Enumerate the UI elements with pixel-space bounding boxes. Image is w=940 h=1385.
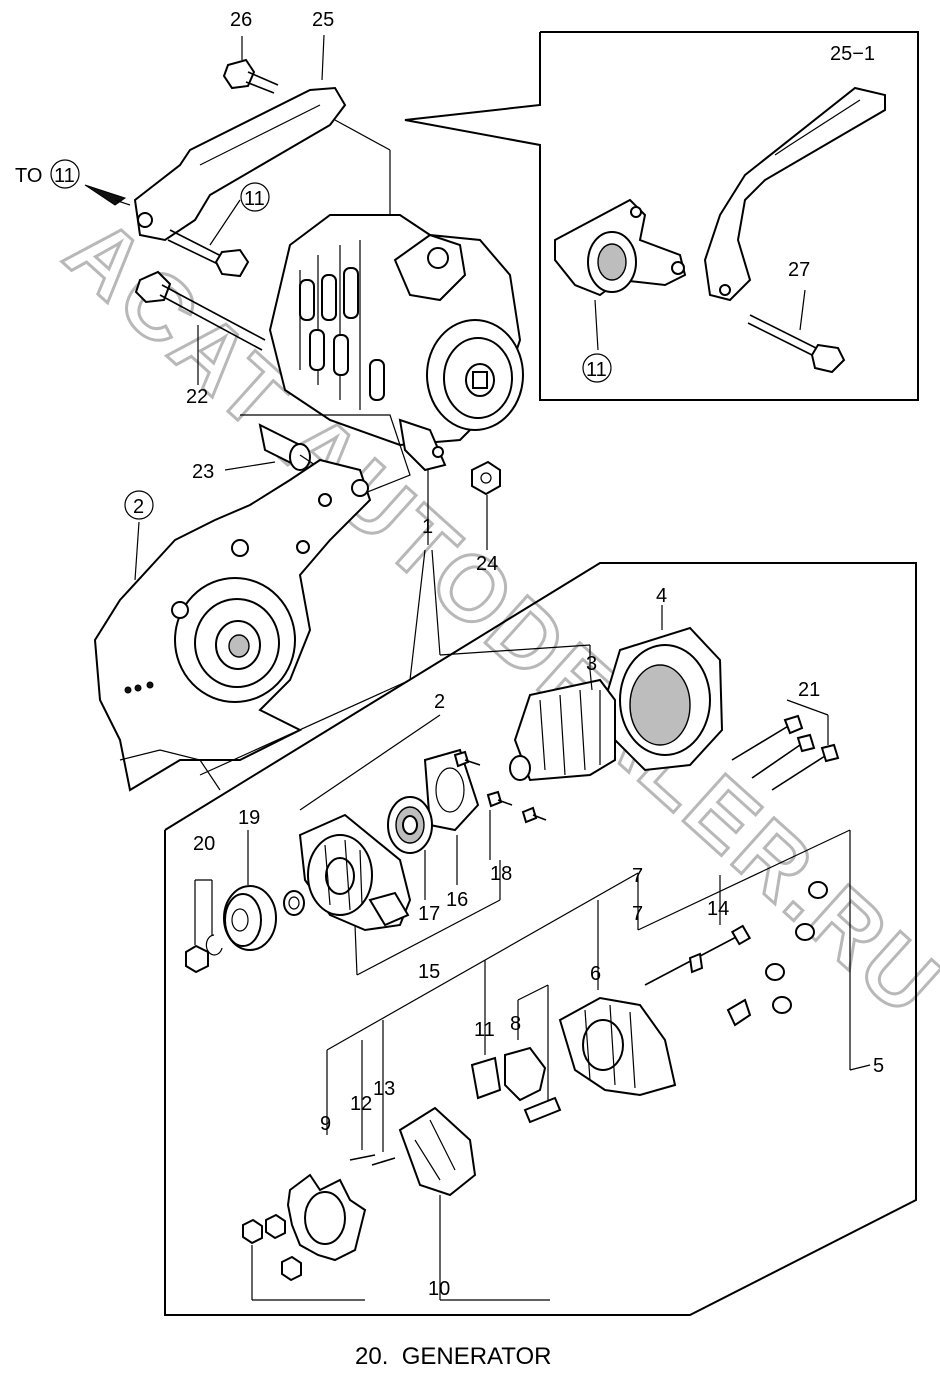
callouts: 26 25 25−1 27 TO 11 11 11 22 23 2 1 24 4… xyxy=(15,9,884,1300)
callout-10: 10 xyxy=(428,1278,450,1300)
callout-11-upper: 11 xyxy=(244,188,265,210)
callout-19: 19 xyxy=(238,807,260,829)
gasket-16 xyxy=(423,748,480,885)
bolt-22 xyxy=(134,270,266,385)
callout-4: 4 xyxy=(656,585,667,607)
leader-1 xyxy=(199,470,591,776)
callout-25: 25 xyxy=(312,9,334,31)
callout-7b: 7 xyxy=(632,903,643,925)
callout-13: 13 xyxy=(373,1078,395,1100)
regulator-11 xyxy=(470,960,502,1100)
bolt-27 xyxy=(747,289,846,374)
callout-27: 27 xyxy=(788,259,810,281)
generator xyxy=(268,214,524,472)
screws-18 xyxy=(453,750,547,860)
rotor-3 xyxy=(509,669,616,782)
to-label: TO xyxy=(15,165,42,187)
callout-8: 8 xyxy=(510,1013,521,1035)
adapter-11 xyxy=(554,198,687,351)
callout-15: 15 xyxy=(418,961,440,983)
callout-23: 23 xyxy=(192,461,214,483)
callout-20: 20 xyxy=(193,833,215,855)
spacer xyxy=(283,890,305,916)
leader-lines xyxy=(299,714,851,1051)
callout-24: 24 xyxy=(476,553,498,575)
ref-circle-to xyxy=(50,159,80,189)
to-ref-number: 11 xyxy=(54,165,75,187)
callout-11-inset: 11 xyxy=(586,359,607,381)
callout-26: 26 xyxy=(230,9,252,31)
bracket-25 xyxy=(133,34,391,242)
callout-17: 17 xyxy=(418,903,440,925)
callout-3: 3 xyxy=(586,653,597,675)
bearing-17 xyxy=(387,796,433,900)
insulators-5 xyxy=(726,830,871,1071)
callout-circle-11a xyxy=(240,182,270,212)
exploded-frame xyxy=(164,562,917,1316)
callout-circle-11b xyxy=(582,353,612,383)
rectifier-10 xyxy=(398,1106,550,1301)
callout-16: 16 xyxy=(446,889,468,911)
callout-5: 5 xyxy=(873,1055,884,1077)
nut-24 xyxy=(471,460,501,550)
to-reference xyxy=(84,184,131,206)
callout-18: 18 xyxy=(490,863,512,885)
stator-4 xyxy=(606,605,724,772)
callout-22: 22 xyxy=(186,386,208,408)
bolt-11-upper xyxy=(167,199,250,278)
diagram-title: 20. GENERATOR xyxy=(355,1343,552,1370)
bracket-25-1 xyxy=(703,86,886,302)
bolt-26 xyxy=(222,36,279,94)
callout-11-lower: 11 xyxy=(474,1019,495,1041)
engine-housing xyxy=(93,458,372,792)
detail-inset xyxy=(404,31,919,401)
front-cover-15 xyxy=(298,813,501,976)
callout-25-1: 25−1 xyxy=(830,43,875,65)
rear-housing-6 xyxy=(558,900,677,1097)
callout-14: 14 xyxy=(707,898,729,920)
fan-9 xyxy=(286,1050,367,1262)
callout-2-engine: 2 xyxy=(133,496,144,518)
brush-holder-8 xyxy=(504,984,562,1124)
callout-6: 6 xyxy=(590,963,601,985)
callout-21: 21 xyxy=(798,679,820,701)
callout-9: 9 xyxy=(320,1113,331,1135)
callout-1: 1 xyxy=(422,516,433,538)
nuts-bottom xyxy=(242,1213,365,1301)
screws-12-13 xyxy=(349,1020,396,1166)
nut-20 xyxy=(185,879,223,974)
terminal-bolt-14 xyxy=(644,875,752,986)
callout-2: 2 xyxy=(434,691,445,713)
screws-21 xyxy=(731,699,840,791)
pulley-19 xyxy=(223,830,277,951)
callout-circle-2 xyxy=(124,490,154,520)
callout-7: 7 xyxy=(632,865,643,887)
callout-12: 12 xyxy=(350,1093,372,1115)
